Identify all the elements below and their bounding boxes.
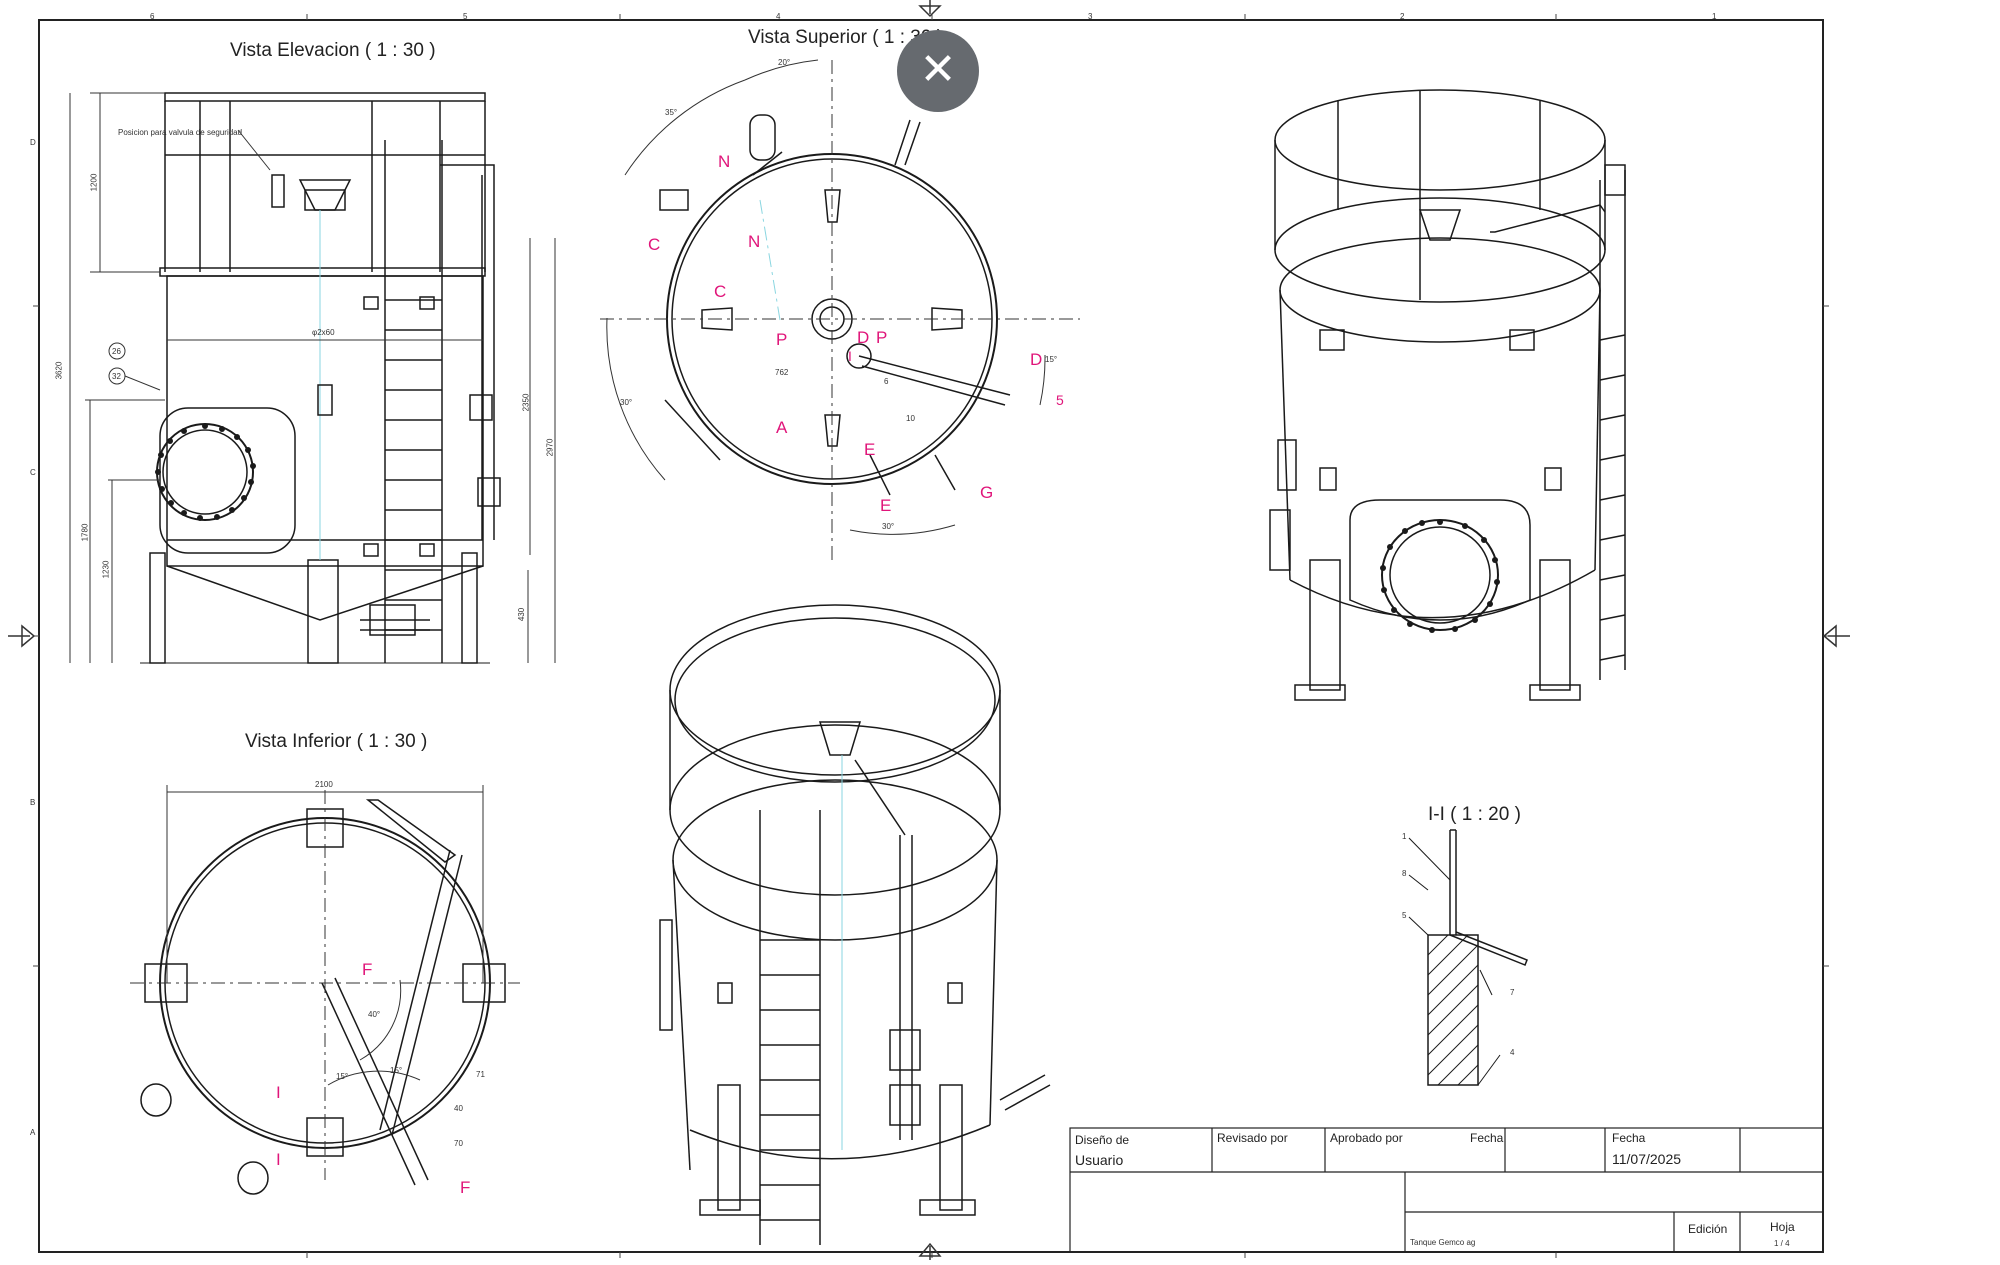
elevation-balloon: 26: [112, 347, 121, 356]
section-label: P: [776, 330, 788, 349]
top-view-arcs: [606, 59, 1046, 535]
section-label: G: [980, 483, 994, 502]
top-dim: 30°: [882, 522, 895, 531]
section-label: C: [648, 235, 661, 254]
zone-number: 3: [1088, 12, 1093, 21]
detail-balloon: 4: [1510, 1048, 1515, 1057]
section-label: C: [714, 282, 727, 301]
elevation-dim: φ2x60: [312, 328, 335, 337]
elevation-dim: 1200: [89, 173, 99, 192]
approved-by-label: Aprobado por: [1330, 1131, 1403, 1145]
elevation-dim: 3620: [54, 361, 64, 380]
top-dim: 30°: [620, 398, 633, 407]
top-dim: 20°: [778, 58, 791, 67]
section-label: N: [718, 152, 731, 171]
isometric-right: [1269, 89, 1626, 701]
sheet-frame: [38, 19, 1824, 1253]
bottom-balloon: 40: [454, 1104, 463, 1113]
elevation-dim: 1780: [80, 523, 90, 542]
detail-balloon: 5: [1402, 911, 1407, 920]
bottom-view: [140, 799, 506, 1195]
designed-by-label: Diseño de: [1075, 1133, 1130, 1147]
section-label: D: [1030, 350, 1043, 369]
detail-balloon: 8: [1402, 869, 1407, 878]
designed-by-value: Usuario: [1075, 1152, 1124, 1168]
section-label: 5: [1056, 392, 1064, 408]
top-dim: 762: [775, 368, 789, 377]
top-view-centerlines: [600, 60, 1080, 560]
detail-view-title: I-I ( 1 : 20 ): [1428, 804, 1521, 825]
zone-number: 5: [463, 12, 468, 21]
zone-letter: A: [30, 1128, 36, 1137]
reviewed-by-label: Revisado por: [1217, 1131, 1288, 1145]
isometric-center: [659, 604, 1051, 1245]
section-label: I: [276, 1150, 281, 1169]
elevation-view: [140, 92, 501, 664]
zone-letter: D: [30, 138, 36, 147]
bottom-view-dims: [166, 785, 484, 1086]
section-label: P: [876, 328, 888, 347]
top-view-title: Vista Superior ( 1 : 30 ): [748, 27, 944, 48]
bottom-dim: 15°: [336, 1072, 349, 1081]
section-label: F: [362, 960, 373, 979]
manhole-bolts: [155, 423, 256, 521]
zone-number: 4: [776, 12, 781, 21]
section-label: E: [864, 440, 876, 459]
section-label: F: [460, 1178, 471, 1197]
detail-balloon: 7: [1510, 988, 1515, 997]
zone-number: 2: [1400, 12, 1405, 21]
top-balloon: 6: [884, 377, 889, 386]
top-dim: 35°: [665, 108, 678, 117]
section-label: I: [276, 1083, 281, 1102]
title-block: [1069, 1127, 1824, 1253]
drawing-title: Tanque Gemco ag: [1410, 1238, 1476, 1247]
bottom-dim: 40°: [368, 1010, 381, 1019]
bottom-balloon: 70: [454, 1139, 463, 1148]
elevation-dimensions: [69, 92, 556, 663]
sheet-value: 1 / 4: [1774, 1239, 1790, 1248]
elevation-dim: 1230: [101, 560, 111, 579]
zone-number: 6: [150, 12, 155, 21]
zone-letter: C: [30, 468, 36, 477]
zone-number: 1: [1712, 12, 1717, 21]
section-label: A: [776, 418, 788, 437]
elevation-dim: 430: [517, 607, 527, 622]
elevation-dim: 2970: [545, 438, 555, 457]
date-label: Fecha: [1470, 1131, 1504, 1145]
iso-right-manhole-bolts: [1380, 519, 1500, 633]
top-balloon: 10: [906, 414, 915, 423]
bottom-balloon: 71: [476, 1070, 485, 1079]
bottom-dim: 15°: [390, 1066, 403, 1075]
bottom-view-centerlines: [130, 790, 520, 1180]
zone-letter: B: [30, 798, 36, 807]
section-label: N: [748, 232, 761, 251]
detail-balloon: 1: [1402, 832, 1407, 841]
elevation-dim: 2350: [521, 393, 531, 412]
elevation-callouts: [108, 129, 271, 391]
close-icon: ✕: [919, 44, 957, 95]
centering-marks: [8, 0, 1850, 1260]
section-label: E: [880, 496, 892, 515]
section-label: D: [857, 328, 870, 347]
bottom-view-title: Vista Inferior ( 1 : 30 ): [245, 731, 428, 752]
top-view: [659, 114, 1011, 496]
elevation-view-title: Vista Elevacion ( 1 : 30 ): [230, 40, 436, 61]
edition-label: Edición: [1688, 1222, 1728, 1236]
safety-valve-note: Posicion para valvula de seguridad: [118, 128, 243, 137]
sheet-label: Hoja: [1770, 1220, 1795, 1234]
detail-view: [1408, 829, 1528, 1086]
elevation-balloon: 32: [112, 372, 121, 381]
date-label: Fecha: [1612, 1131, 1646, 1145]
close-button[interactable]: ✕: [897, 30, 979, 112]
date-value: 11/07/2025: [1612, 1151, 1682, 1167]
top-dim: 15°: [1045, 355, 1058, 364]
bottom-dim: 2100: [315, 780, 333, 789]
section-label: I: [848, 348, 852, 364]
zone-ticks: [33, 14, 1829, 1258]
